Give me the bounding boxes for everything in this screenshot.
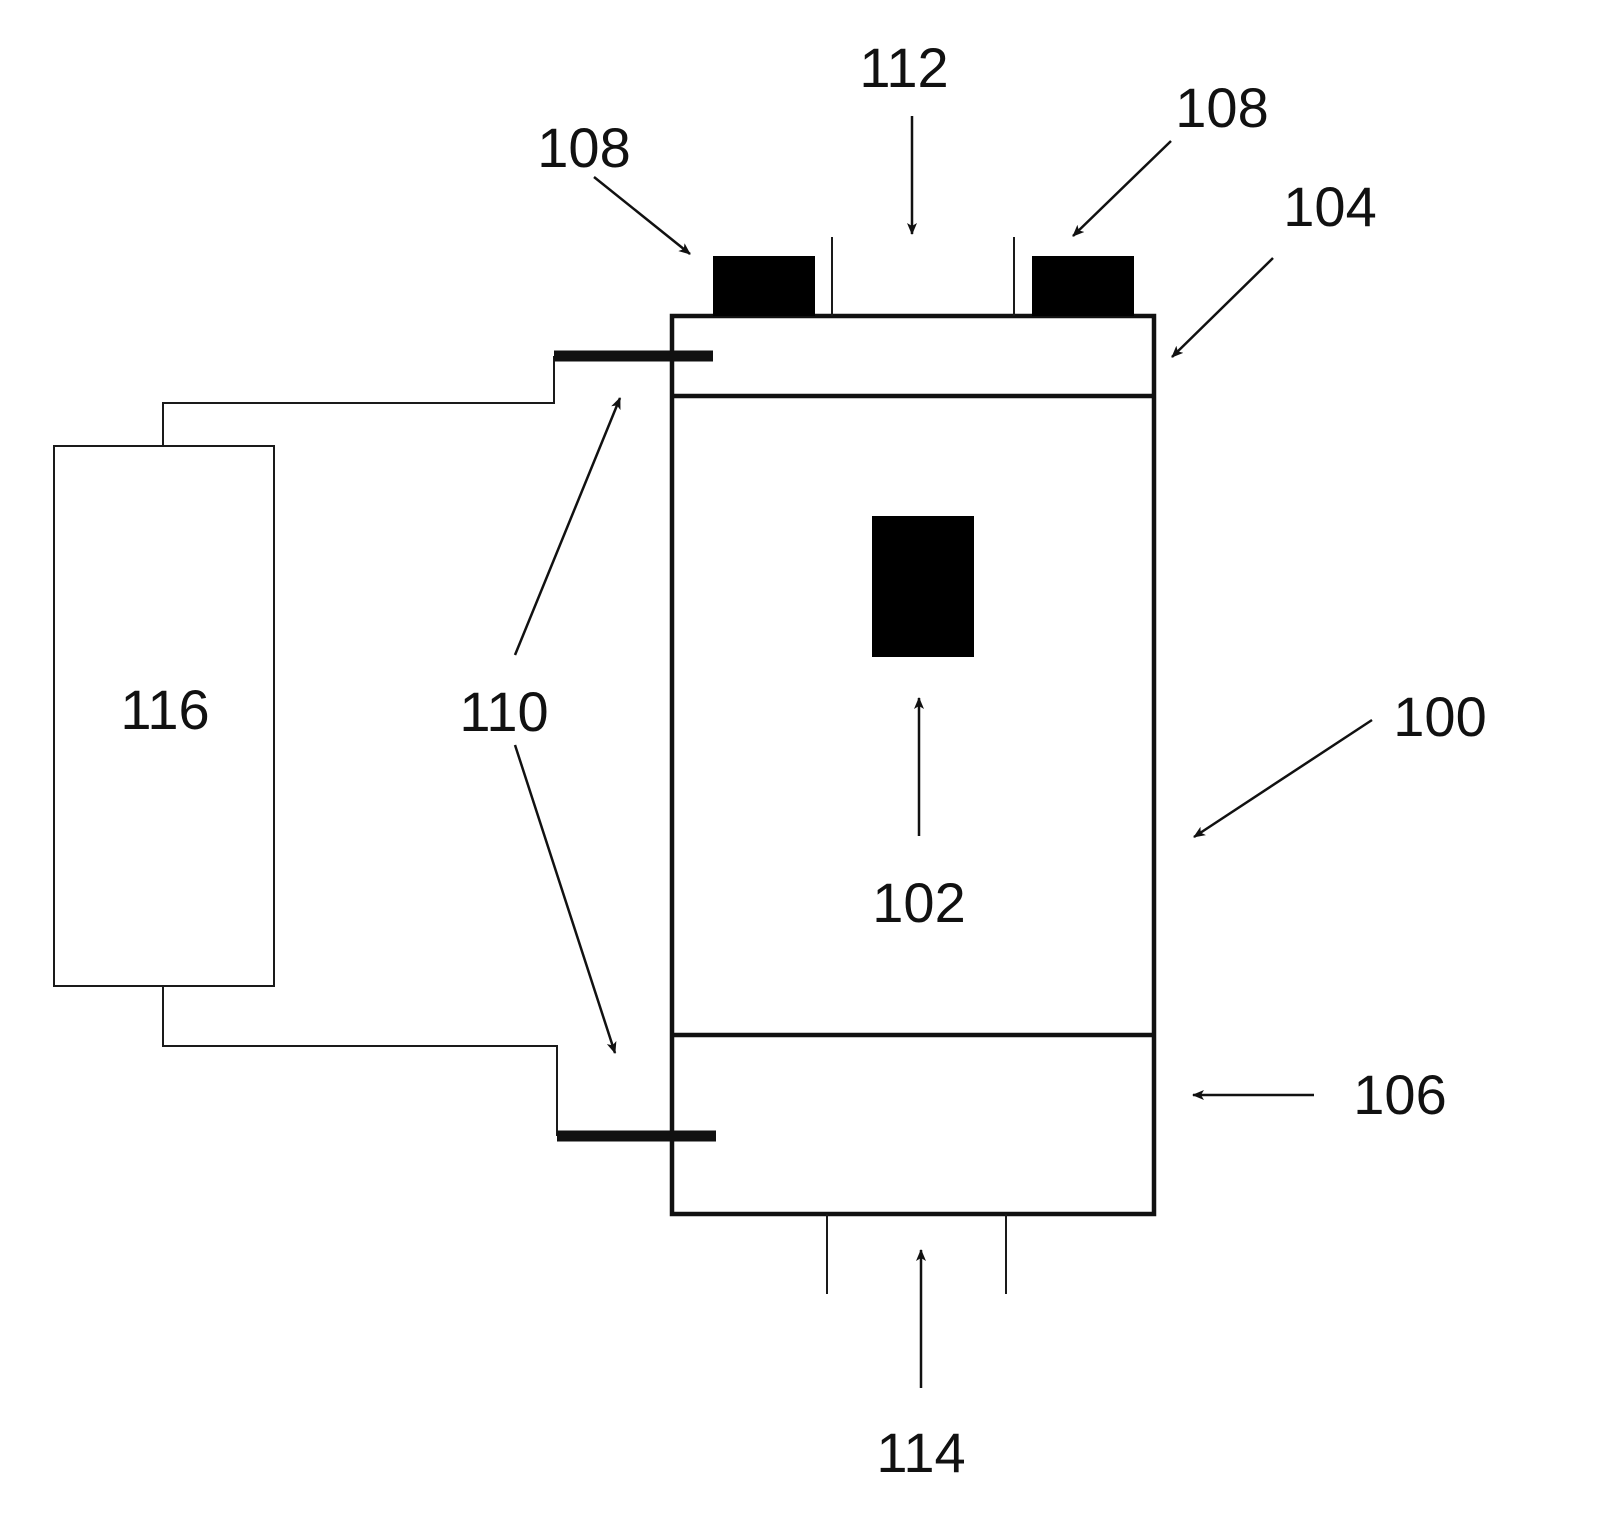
leader-arrow-104 bbox=[1172, 258, 1273, 357]
top-block-left bbox=[713, 256, 815, 316]
label-108-right: 108 bbox=[1175, 76, 1268, 139]
lower-connection-wire bbox=[163, 986, 557, 1136]
leader-arrow-110-down bbox=[515, 745, 615, 1053]
label-112: 112 bbox=[859, 36, 948, 99]
leader-arrow-110-up bbox=[515, 398, 620, 655]
leader-arrow-108-right bbox=[1073, 141, 1171, 236]
leader-arrow-108-left bbox=[594, 177, 690, 254]
label-104: 104 bbox=[1283, 175, 1376, 238]
label-114: 114 bbox=[876, 1421, 965, 1484]
cell-body bbox=[672, 316, 1154, 1214]
label-116: 116 bbox=[120, 678, 209, 741]
internal-element bbox=[872, 516, 974, 657]
label-106: 106 bbox=[1353, 1063, 1446, 1126]
upper-connection-wire bbox=[163, 356, 554, 446]
label-102: 102 bbox=[872, 871, 965, 934]
label-110: 110 bbox=[459, 680, 548, 743]
label-100: 100 bbox=[1393, 685, 1486, 748]
top-block-right bbox=[1032, 256, 1134, 316]
label-108-left: 108 bbox=[537, 116, 630, 179]
leader-arrow-100 bbox=[1194, 720, 1372, 837]
